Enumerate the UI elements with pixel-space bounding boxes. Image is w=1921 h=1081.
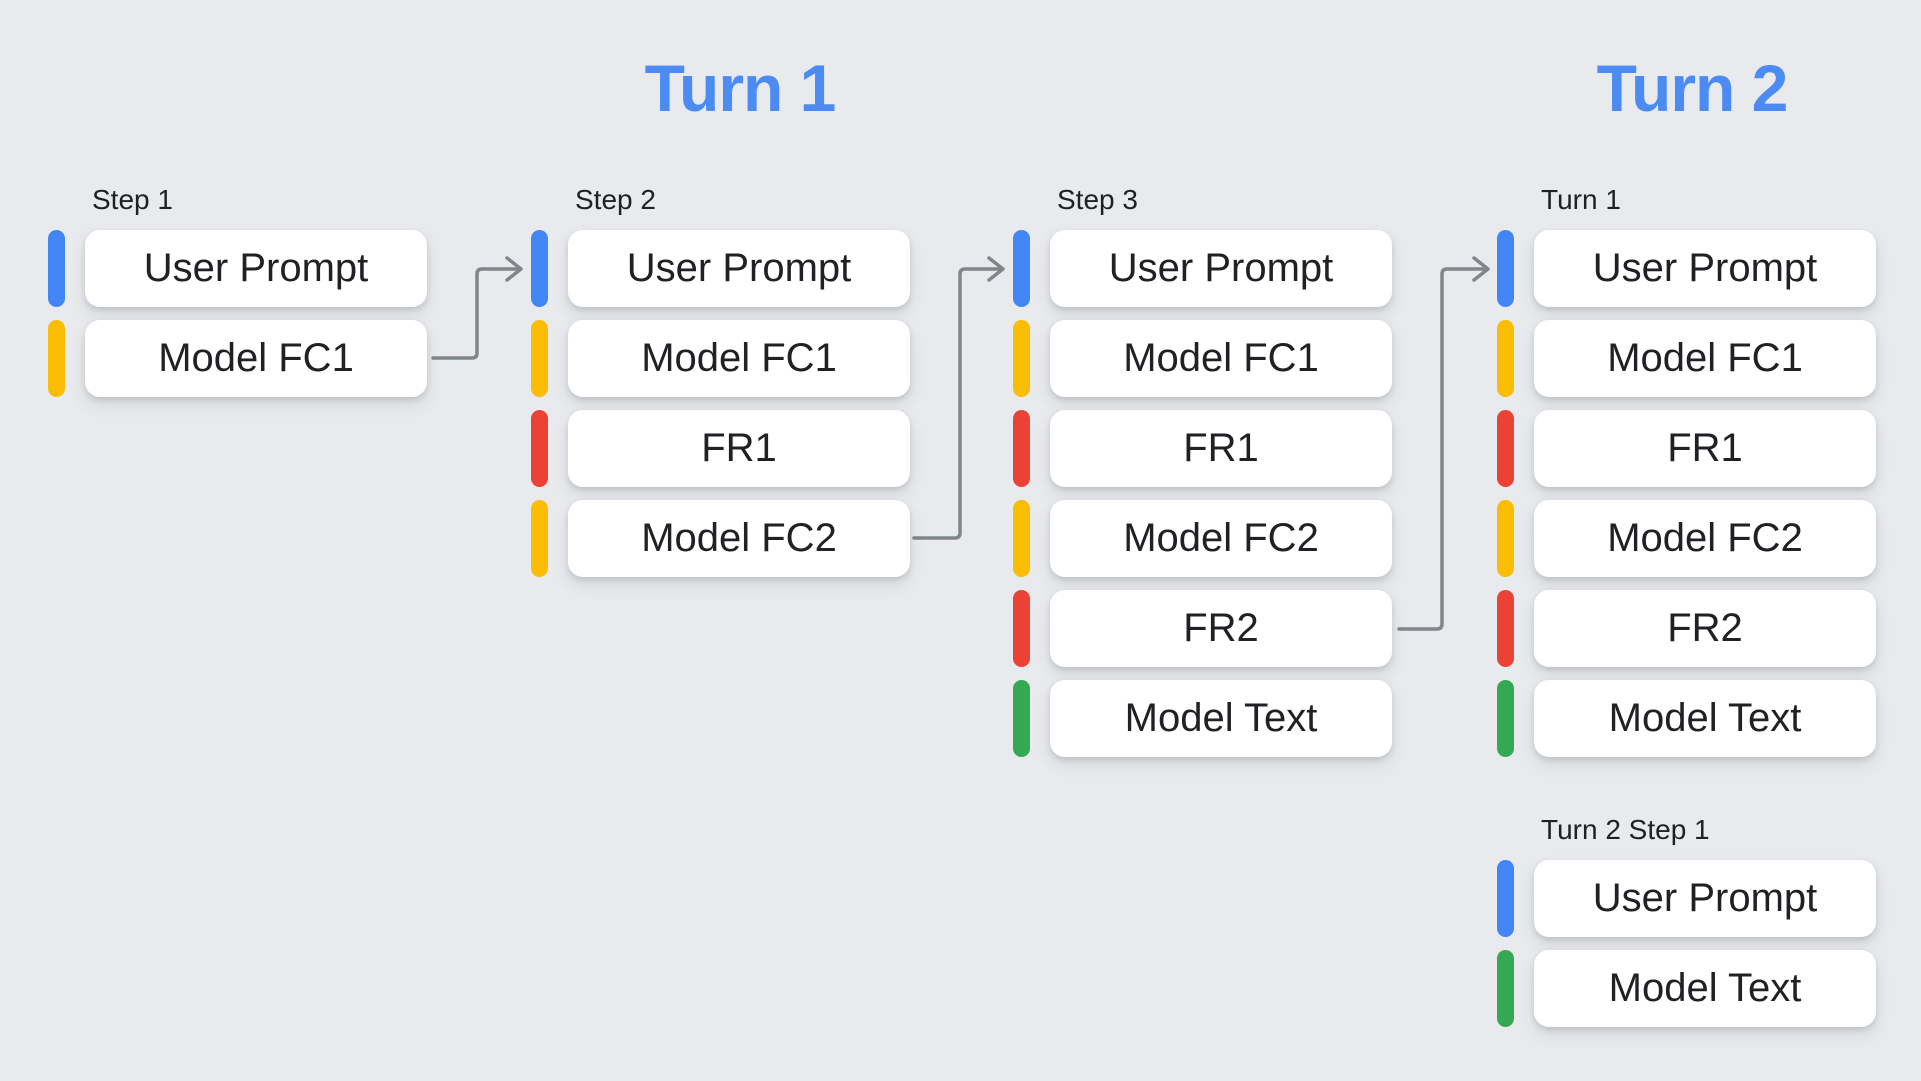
column-step-3: Step 3 User Prompt Model FC1 FR1 Model F… <box>1013 183 1392 770</box>
message-card: Model FC2 <box>1050 500 1392 577</box>
row-model-fc2: Model FC2 <box>531 500 910 577</box>
role-color-bar <box>1013 410 1030 487</box>
role-color-bar <box>1013 500 1030 577</box>
role-color-bar <box>1497 680 1514 757</box>
connector-step1-to-step2 <box>431 267 519 360</box>
connector-step2-to-step3 <box>912 267 1001 540</box>
column-turn-1-history: Turn 1 User Prompt Model FC1 FR1 Model F… <box>1497 183 1876 770</box>
message-card: User Prompt <box>1534 860 1876 937</box>
role-color-bar <box>1013 230 1030 307</box>
message-card: User Prompt <box>568 230 910 307</box>
role-color-bar <box>1013 320 1030 397</box>
message-card: Model FC1 <box>1050 320 1392 397</box>
row-user-prompt: User Prompt <box>1497 860 1876 937</box>
message-card: Model Text <box>1050 680 1392 757</box>
row-model-fc1: Model FC1 <box>531 320 910 397</box>
arrowhead-icon <box>505 256 523 282</box>
role-color-bar <box>1497 320 1514 397</box>
message-card: Model FC2 <box>1534 500 1876 577</box>
row-model-text: Model Text <box>1013 680 1392 757</box>
role-color-bar <box>1497 590 1514 667</box>
row-model-fc1: Model FC1 <box>48 320 427 397</box>
message-card: Model FC1 <box>568 320 910 397</box>
message-card: User Prompt <box>1534 230 1876 307</box>
row-model-text: Model Text <box>1497 680 1876 757</box>
message-card: User Prompt <box>1050 230 1392 307</box>
row-fr2: FR2 <box>1497 590 1876 667</box>
message-card: FR1 <box>568 410 910 487</box>
row-model-text: Model Text <box>1497 950 1876 1027</box>
row-model-fc1: Model FC1 <box>1013 320 1392 397</box>
row-model-fc1: Model FC1 <box>1497 320 1876 397</box>
title-turn-2: Turn 2 <box>1596 51 1789 125</box>
row-user-prompt: User Prompt <box>48 230 427 307</box>
row-user-prompt: User Prompt <box>531 230 910 307</box>
role-color-bar <box>1497 500 1514 577</box>
row-fr1: FR1 <box>1497 410 1876 487</box>
message-card: Model Text <box>1534 950 1876 1027</box>
role-color-bar <box>1013 680 1030 757</box>
message-card: Model FC1 <box>1534 320 1876 397</box>
message-card: Model FC2 <box>568 500 910 577</box>
column-label: Turn 2 Step 1 <box>1541 814 1710 845</box>
connector-step3-to-turn1 <box>1397 267 1486 631</box>
role-color-bar <box>1497 410 1514 487</box>
arrowhead-icon <box>1472 256 1490 282</box>
message-card: FR1 <box>1050 410 1392 487</box>
message-card: FR1 <box>1534 410 1876 487</box>
message-card: FR2 <box>1050 590 1392 667</box>
column-turn-2-step-1: Turn 2 Step 1 User Prompt Model Text <box>1497 813 1876 1040</box>
column-label: Step 2 <box>575 184 656 215</box>
column-label: Turn 1 <box>1541 184 1621 215</box>
message-card: Model FC1 <box>85 320 427 397</box>
message-card: User Prompt <box>85 230 427 307</box>
row-model-fc2: Model FC2 <box>1497 500 1876 577</box>
role-color-bar <box>1497 860 1514 937</box>
column-label: Step 3 <box>1057 184 1138 215</box>
role-color-bar <box>531 320 548 397</box>
role-color-bar <box>1497 950 1514 1027</box>
column-label: Step 1 <box>92 184 173 215</box>
row-user-prompt: User Prompt <box>1497 230 1876 307</box>
message-card: Model Text <box>1534 680 1876 757</box>
role-color-bar <box>1497 230 1514 307</box>
role-color-bar <box>531 500 548 577</box>
role-color-bar <box>531 410 548 487</box>
role-color-bar <box>48 230 65 307</box>
role-color-bar <box>1013 590 1030 667</box>
title-turn-1: Turn 1 <box>644 51 837 125</box>
role-color-bar <box>531 230 548 307</box>
column-step-2: Step 2 User Prompt Model FC1 FR1 Model F… <box>531 183 910 590</box>
arrowhead-icon <box>987 256 1005 282</box>
row-fr1: FR1 <box>1013 410 1392 487</box>
row-user-prompt: User Prompt <box>1013 230 1392 307</box>
column-step-1: Step 1 User Prompt Model FC1 <box>48 183 427 410</box>
message-card: FR2 <box>1534 590 1876 667</box>
row-fr2: FR2 <box>1013 590 1392 667</box>
role-color-bar <box>48 320 65 397</box>
row-model-fc2: Model FC2 <box>1013 500 1392 577</box>
row-fr1: FR1 <box>531 410 910 487</box>
